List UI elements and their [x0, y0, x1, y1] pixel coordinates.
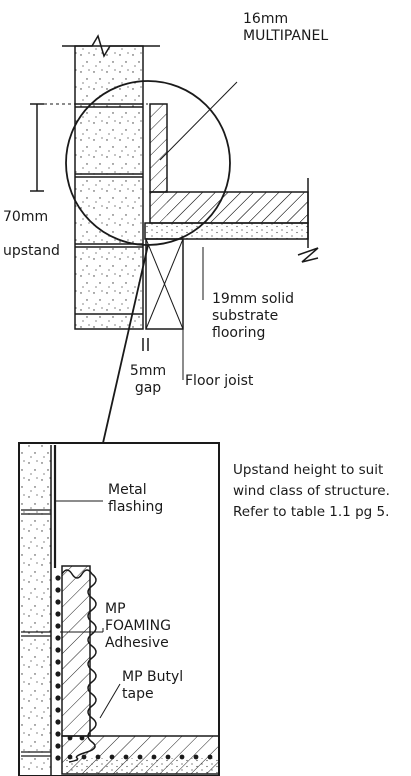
tape-label: MP Butyl tape — [122, 669, 184, 702]
flashing-label: Metal flashing — [108, 482, 164, 515]
joist-label: Floor joist — [185, 373, 254, 389]
multipanel-label: 16mm MULTIPANEL — [243, 11, 363, 45]
multipanel-label-line1: 16mm — [243, 11, 289, 27]
adhesive-dots — [55, 575, 213, 761]
gap-label: 5mm gap — [129, 363, 167, 396]
upstand-label: upstand — [3, 243, 60, 259]
flooring-label: 19mm solid substrate flooring — [212, 291, 295, 341]
multipanel-label-line2: MULTIPANEL — [243, 28, 329, 44]
enlarged-detail-drawing — [18, 442, 220, 776]
note-line-3: Refer to table 1.1 pg 5. — [233, 504, 390, 520]
upper-section-drawing — [30, 34, 319, 444]
note-line-2: wind class of structure. — [233, 483, 390, 499]
dimension-label: 70mm — [3, 209, 49, 225]
adhesive-label: MP FOAMING Adhesive — [105, 601, 171, 651]
note-line-1: Upstand height to suit — [233, 462, 384, 478]
